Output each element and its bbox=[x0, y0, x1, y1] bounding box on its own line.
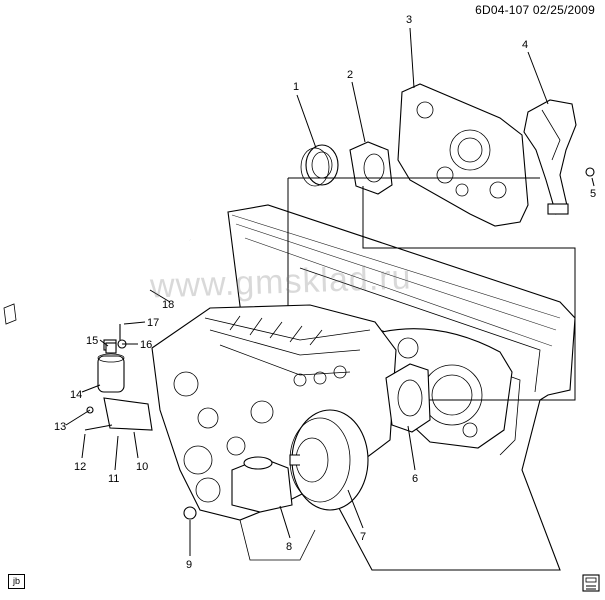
callout-labels: 1 2 3 4 5 6 7 8 9 10 11 12 13 14 15 16 1… bbox=[54, 14, 596, 571]
callout-11: 11 bbox=[108, 473, 119, 485]
callout-8: 8 bbox=[286, 541, 292, 553]
callout-9: 9 bbox=[186, 559, 192, 571]
leader-lines bbox=[65, 27, 595, 556]
corner-tag: jb bbox=[8, 574, 25, 589]
callout-4: 4 bbox=[522, 39, 528, 51]
brake-booster-part-7 bbox=[289, 409, 369, 511]
callout-1: 1 bbox=[293, 81, 299, 93]
grommet-part-9 bbox=[183, 506, 197, 520]
callout-14: 14 bbox=[70, 389, 82, 401]
callout-13: 13 bbox=[54, 421, 66, 433]
diagram-code-date: 6D04-107 02/25/2009 bbox=[475, 3, 595, 17]
callout-16: 16 bbox=[140, 339, 152, 351]
dash-gasket-part-3 bbox=[397, 83, 529, 227]
booster-seal-part-6 bbox=[385, 363, 431, 433]
callout-18: 18 bbox=[162, 299, 174, 311]
callout-5: 5 bbox=[590, 188, 596, 200]
callout-15: 15 bbox=[86, 335, 98, 347]
reservoir-part-8 bbox=[231, 456, 293, 513]
brake-pedal-bracket-part-4 bbox=[523, 99, 577, 215]
seal-part-1 bbox=[300, 144, 339, 187]
footer-symbol bbox=[582, 574, 600, 592]
callout-17: 17 bbox=[147, 317, 159, 329]
callout-3: 3 bbox=[406, 14, 412, 26]
spacer-part-2 bbox=[349, 141, 393, 195]
callout-7: 7 bbox=[360, 531, 366, 543]
vacuum-hose-part-18 bbox=[3, 239, 208, 333]
callout-10: 10 bbox=[136, 461, 148, 473]
callout-6: 6 bbox=[412, 473, 418, 485]
callout-12: 12 bbox=[74, 461, 86, 473]
callout-2: 2 bbox=[347, 69, 353, 81]
nut-part-5 bbox=[585, 167, 595, 177]
